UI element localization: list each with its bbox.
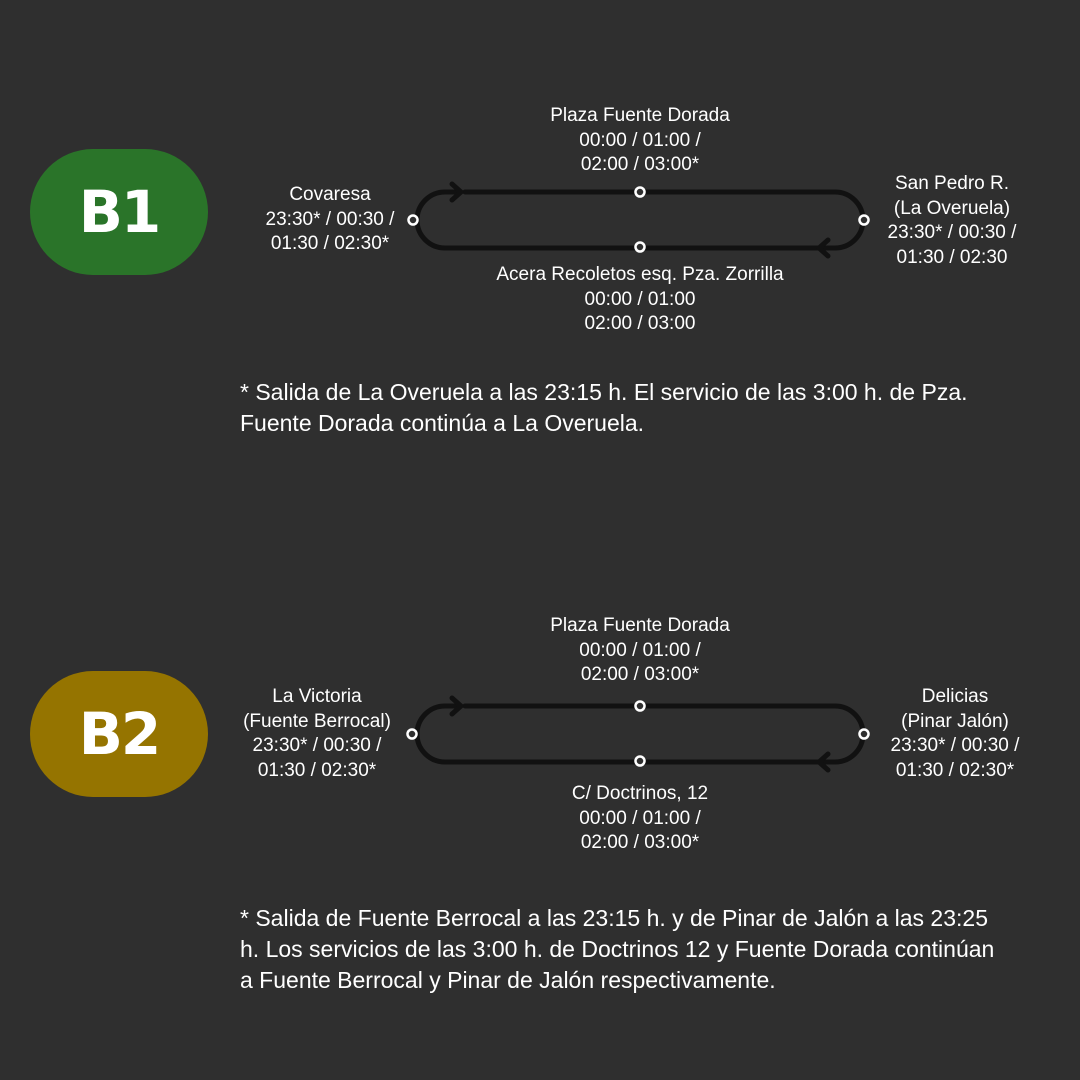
stop-times: 02:00 / 03:00	[584, 313, 696, 334]
stop-name: C/ Doctrinos, 12	[571, 783, 709, 804]
route-loop-b1	[407, 181, 870, 259]
b1-stop-top: Plaza Fuente Dorada 00:00 / 01:00 / 02:0…	[490, 104, 790, 178]
stop-times: 00:00 / 01:00	[584, 288, 696, 310]
stop-times: 01:30 / 02:30	[896, 246, 1008, 268]
b1-stop-bottom: Acera Recoletos esq. Pza. Zorrilla 00:00…	[440, 263, 840, 337]
stop-marker-top	[634, 700, 646, 712]
stop-times: 23:30* / 00:30 /	[890, 735, 1020, 756]
b2-stop-bottom: C/ Doctrinos, 12 00:00 / 01:00 / 02:00 /…	[490, 782, 790, 856]
stop-marker-right	[858, 214, 870, 226]
route-loop-b2	[406, 695, 870, 773]
stop-name: Plaza Fuente Dorada	[550, 615, 730, 636]
stop-name: Covaresa	[289, 184, 371, 205]
stop-times: 00:00 / 01:00 /	[579, 129, 701, 151]
stop-marker-bottom	[634, 241, 646, 253]
stop-marker-right	[858, 728, 870, 740]
stop-name: Plaza Fuente Dorada	[550, 105, 730, 126]
route-badge-b1: B1	[30, 149, 208, 275]
stop-name: Delicias	[921, 686, 989, 707]
stop-times: 00:00 / 01:00 /	[579, 807, 701, 829]
b1-footnote: * Salida de La Overuela a las 23:15 h. E…	[240, 379, 968, 436]
stop-times: 01:30 / 02:30*	[895, 759, 1015, 781]
b1-stop-left: Covaresa 23:30* / 00:30 / 01:30 / 02:30*	[235, 183, 425, 257]
stop-name: Acera Recoletos esq. Pza. Zorrilla	[496, 264, 784, 285]
stop-times: 01:30 / 02:30*	[270, 233, 390, 254]
stop-times: 02:00 / 03:00*	[580, 832, 700, 853]
b2-footnote: * Salida de Fuente Berrocal a las 23:15 …	[240, 905, 995, 993]
b2-stop-top: Plaza Fuente Dorada 00:00 / 01:00 / 02:0…	[490, 614, 790, 688]
stop-times: 23:30* / 00:30 /	[887, 222, 1017, 243]
b1-stop-right: San Pedro R. (La Overuela) 23:30* / 00:3…	[857, 172, 1047, 270]
b2-stop-right: Delicias (Pinar Jalón) 23:30* / 00:30 / …	[860, 685, 1050, 783]
stop-marker-bottom	[634, 755, 646, 767]
stop-name: La Victoria	[272, 686, 362, 707]
stop-name: (Fuente Berrocal)	[243, 710, 391, 732]
stop-marker-top	[634, 186, 646, 198]
stop-times: 00:00 / 01:00 /	[579, 639, 701, 661]
stop-times: 01:30 / 02:30*	[257, 759, 377, 781]
stop-name: (Pinar Jalón)	[901, 710, 1009, 732]
stop-name: San Pedro R.	[894, 173, 1010, 194]
b2-stop-left: La Victoria (Fuente Berrocal) 23:30* / 0…	[222, 685, 412, 783]
stop-times: 23:30* / 00:30 /	[265, 208, 395, 230]
stop-marker-left	[406, 728, 418, 740]
route-badge-b2: B2	[30, 671, 208, 797]
stop-times: 23:30* / 00:30 /	[252, 735, 382, 756]
stop-name: (La Overuela)	[893, 197, 1011, 219]
stop-times: 02:00 / 03:00*	[580, 664, 700, 685]
stop-marker-left	[407, 214, 419, 226]
stop-times: 02:00 / 03:00*	[580, 154, 700, 175]
